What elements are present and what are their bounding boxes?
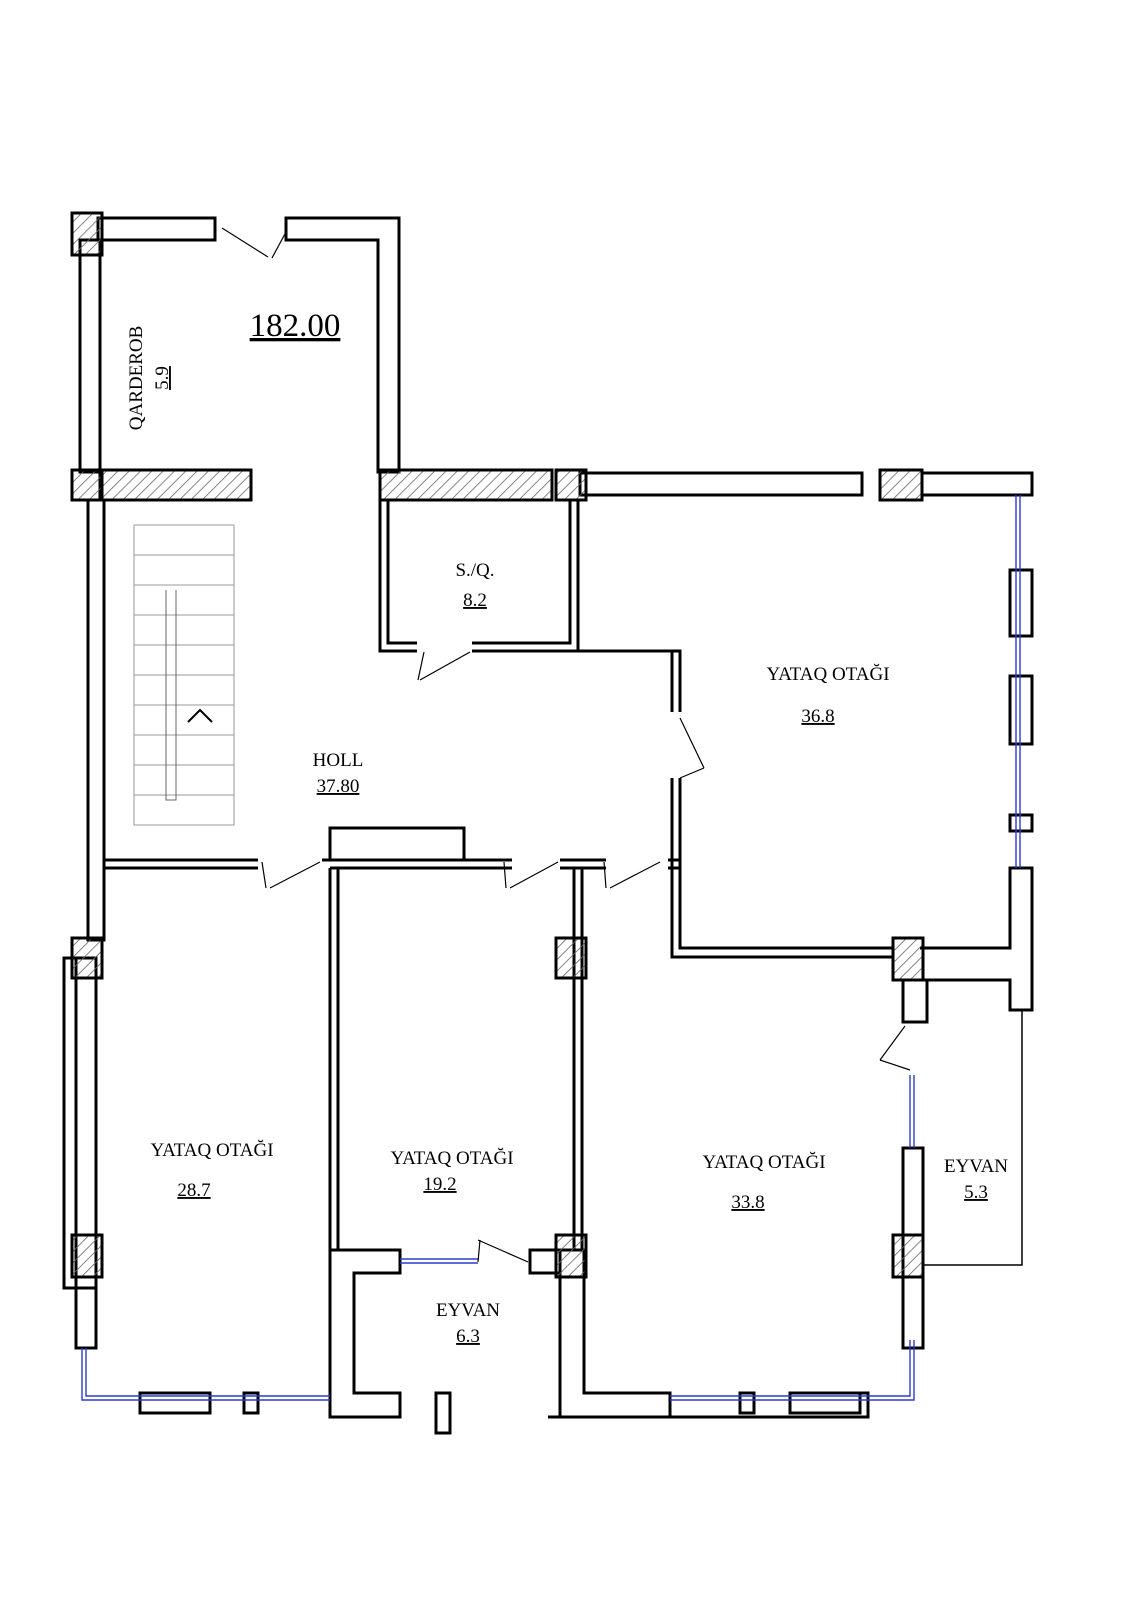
door-balcony-s xyxy=(477,1239,529,1263)
door-bedroom-se xyxy=(603,861,661,889)
column xyxy=(70,1233,104,1279)
wall-bottom-5 xyxy=(788,1391,862,1415)
column xyxy=(891,936,925,982)
wall-east-window-2 xyxy=(1008,674,1034,746)
column xyxy=(554,468,588,502)
balcony-railing-e xyxy=(923,1010,1023,1266)
column xyxy=(891,1233,925,1279)
room-area-bathroom: 8.2 xyxy=(463,590,487,611)
columns xyxy=(70,211,925,1279)
room-name-bedroom-ne: YATAQ OTAĞI xyxy=(766,663,889,685)
room-name-wardrobe: QARDEROB xyxy=(126,326,147,431)
column xyxy=(878,468,924,502)
wall-bathroom-inner xyxy=(386,500,572,645)
wall-left-lower-3 xyxy=(74,1286,98,1350)
wall-bottom-6 xyxy=(548,1391,870,1419)
wall-balcony-s xyxy=(328,1248,402,1419)
column xyxy=(70,211,104,257)
door-bedroom-ne xyxy=(679,717,705,779)
room-name-bathroom: S./Q. xyxy=(455,560,494,581)
door-balcony-e xyxy=(879,1025,911,1071)
wall-east-window-1 xyxy=(1008,568,1034,638)
wall-separator-right xyxy=(378,468,554,502)
wall-separator-left xyxy=(98,468,253,502)
wall-hall-south-4 xyxy=(668,858,680,870)
stair-handrail xyxy=(165,590,177,801)
labels: 182.00 QARDEROB 5.9 S./Q. 8.2 YATAQ OTAĞ… xyxy=(126,308,1008,1347)
wall-bottom-1 xyxy=(138,1391,212,1415)
window-balcony-door xyxy=(400,1258,478,1264)
stair-steps xyxy=(134,554,234,796)
hall-closet xyxy=(328,826,466,862)
wall-top-left xyxy=(96,216,217,242)
room-area-hall: 37.80 xyxy=(317,776,360,797)
wall-hall-bedroom xyxy=(578,649,893,959)
room-name-bedroom-sw: YATAQ OTAĞI xyxy=(150,1139,273,1161)
wall-bottom-2 xyxy=(242,1391,260,1415)
stair-arrow-icon xyxy=(187,708,213,723)
total-area: 182.00 xyxy=(250,308,341,344)
door-bedroom-sw xyxy=(261,861,321,889)
doors xyxy=(221,227,911,1263)
wall-hall-south-3 xyxy=(560,858,606,870)
column xyxy=(554,1233,588,1279)
wall-partition-1 xyxy=(328,868,340,1250)
room-name-balcony-s: EYVAN xyxy=(436,1300,500,1321)
wall-left-middle xyxy=(86,498,106,942)
room-area-balcony-s: 6.3 xyxy=(456,1326,480,1347)
wall-north-bedroom-2 xyxy=(920,471,1034,497)
wall-east-3 xyxy=(920,866,1034,1012)
room-area-bedroom-s: 19.2 xyxy=(423,1174,456,1195)
room-area-balcony-e: 5.3 xyxy=(964,1182,988,1203)
window-east-balcony xyxy=(909,1075,915,1148)
wall-bottom-4 xyxy=(738,1391,756,1415)
room-name-hall: HOLL xyxy=(313,750,364,771)
staircase xyxy=(133,524,235,826)
wall-partition-2 xyxy=(572,868,584,1250)
room-name-bedroom-se: YATAQ OTAĞI xyxy=(702,1151,825,1173)
wall-left-lower-2 xyxy=(62,956,78,1290)
room-area-bedroom-ne: 36.8 xyxy=(801,706,834,727)
column xyxy=(70,468,104,502)
room-area-bedroom-se: 33.8 xyxy=(731,1192,764,1213)
room-area-bedroom-sw: 28.7 xyxy=(177,1180,210,1201)
window-south-2 xyxy=(670,1340,915,1401)
room-area-wardrobe: 5.9 xyxy=(152,366,173,390)
door-bedroom-s xyxy=(503,861,559,889)
window-east xyxy=(1015,495,1021,868)
wall-east-window-3 xyxy=(1008,813,1034,833)
wall-top-right xyxy=(284,216,401,474)
wall-left-upper xyxy=(78,238,102,474)
room-name-bedroom-s: YATAQ OTAĞI xyxy=(390,1147,513,1169)
wall-bottom-3 xyxy=(434,1391,452,1435)
door-entrance xyxy=(221,227,287,259)
room-name-balcony-e: EYVAN xyxy=(944,1156,1008,1177)
wall-east-2 xyxy=(901,978,929,1024)
window-south xyxy=(81,1348,330,1401)
door-bathroom xyxy=(417,651,471,681)
column xyxy=(70,936,104,980)
wall-north-bedroom xyxy=(578,471,864,497)
wall-hall-south xyxy=(104,858,258,870)
glazing xyxy=(81,495,1021,1401)
column xyxy=(554,936,588,980)
